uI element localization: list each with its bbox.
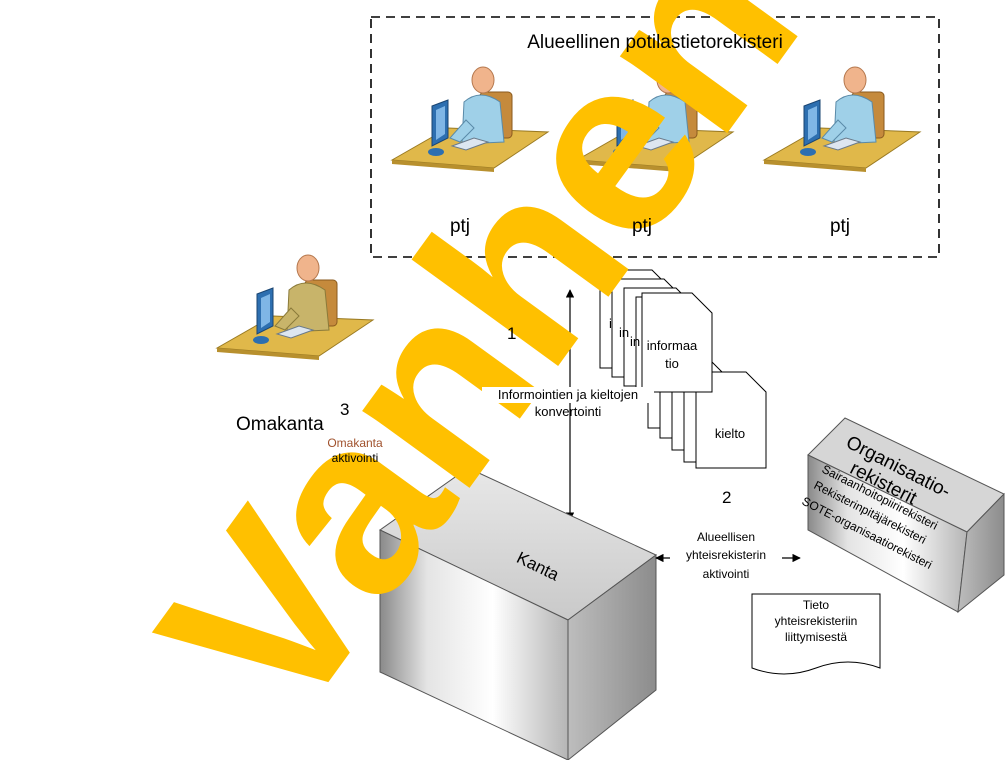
step-2-number: 2 [722, 488, 732, 507]
info-doc-line3: liittymisestä [784, 630, 847, 644]
information-document-stack [599, 269, 767, 469]
doc-peek-2: in [619, 325, 630, 340]
omakanta-title: Omakanta [236, 414, 324, 435]
info-doc-line2: yhteisrekisteriin [774, 614, 858, 628]
activation-line2: yhteisrekisterin [670, 548, 782, 563]
doc-informaatio-line1: informaa [646, 338, 698, 353]
conversion-label-line2: konvertointi [534, 404, 602, 419]
doc-kielto: kielto [714, 426, 746, 441]
omakanta-activation-line [376, 472, 406, 501]
info-doc-line1: Tieto [802, 598, 830, 612]
ptj-label-3: ptj [829, 216, 851, 237]
conversion-label-line1: Informointien ja kieltojen [482, 387, 654, 403]
doc-peek-3: in [630, 334, 641, 349]
omakanta-activation-line1: Omakanta [327, 436, 383, 450]
step-3-number: 3 [340, 400, 350, 419]
regional-registry-title: Alueellinen potilastietorekisteri [527, 32, 783, 53]
omakanta-activation-line2: aktivointi [331, 451, 379, 465]
doc-informaatio-line2: tio [665, 356, 679, 371]
kanta-box-icon [379, 467, 657, 762]
step-1-number: 1 [507, 324, 517, 343]
org-registry-box-icon [807, 417, 1005, 614]
ptj-label-2: ptj [631, 216, 653, 237]
join-info-document [751, 593, 881, 675]
activation-line1: Alueellisen [696, 530, 756, 544]
doc-peek-1: i [609, 316, 612, 331]
ptj-label-1: ptj [449, 216, 471, 237]
activation-line3: aktivointi [702, 567, 750, 581]
